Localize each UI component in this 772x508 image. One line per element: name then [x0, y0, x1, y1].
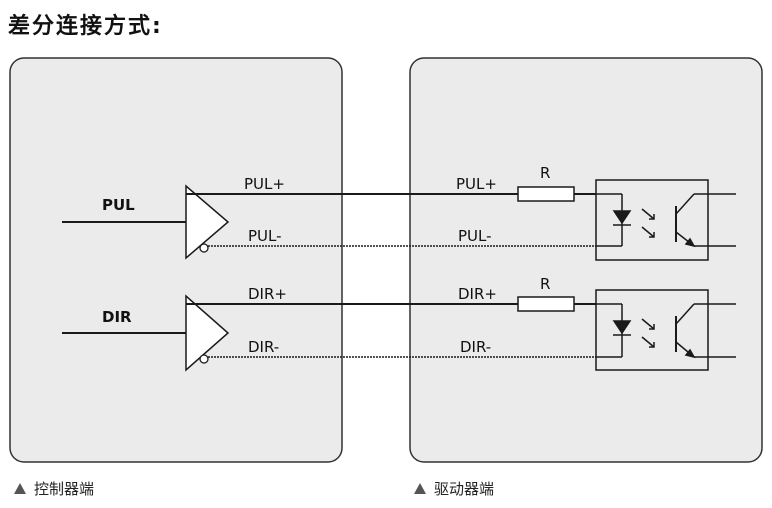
controller-box	[9, 57, 343, 463]
pul-resistor	[517, 186, 575, 202]
pul-input-label: PUL	[102, 196, 135, 214]
controller-caption: 控制器端	[14, 478, 94, 499]
triangle-marker-icon	[414, 483, 426, 494]
drv-dir-minus-label: DIR-	[460, 338, 491, 356]
driver-caption-text: 驱动器端	[434, 480, 495, 498]
pul-optocoupler	[595, 179, 736, 261]
triangle-marker-icon	[14, 483, 26, 494]
pul-inverter-bubble	[199, 243, 209, 253]
dir-line-driver	[185, 294, 230, 372]
pul-line-driver	[185, 184, 230, 260]
ctrl-pul-minus-label: PUL-	[248, 227, 282, 245]
pul-resistor-label: R	[540, 164, 550, 182]
controller-caption-text: 控制器端	[34, 480, 95, 498]
ctrl-pul-plus-label: PUL+	[244, 175, 285, 193]
dir-input-label: DIR	[102, 308, 132, 326]
ctrl-dir-plus-label: DIR+	[248, 285, 287, 303]
drv-pul-minus-label: PUL-	[458, 227, 492, 245]
drv-pul-plus-label: PUL+	[456, 175, 497, 193]
driver-caption: 驱动器端	[414, 478, 494, 499]
dir-inverter-bubble	[199, 354, 209, 364]
dir-optocoupler	[595, 289, 736, 371]
dir-resistor-label: R	[540, 275, 550, 293]
ctrl-dir-minus-label: DIR-	[248, 338, 279, 356]
diagram-title: 差分连接方式:	[8, 14, 163, 39]
dir-resistor	[517, 296, 575, 312]
drv-dir-plus-label: DIR+	[458, 285, 497, 303]
driver-box	[409, 57, 763, 463]
